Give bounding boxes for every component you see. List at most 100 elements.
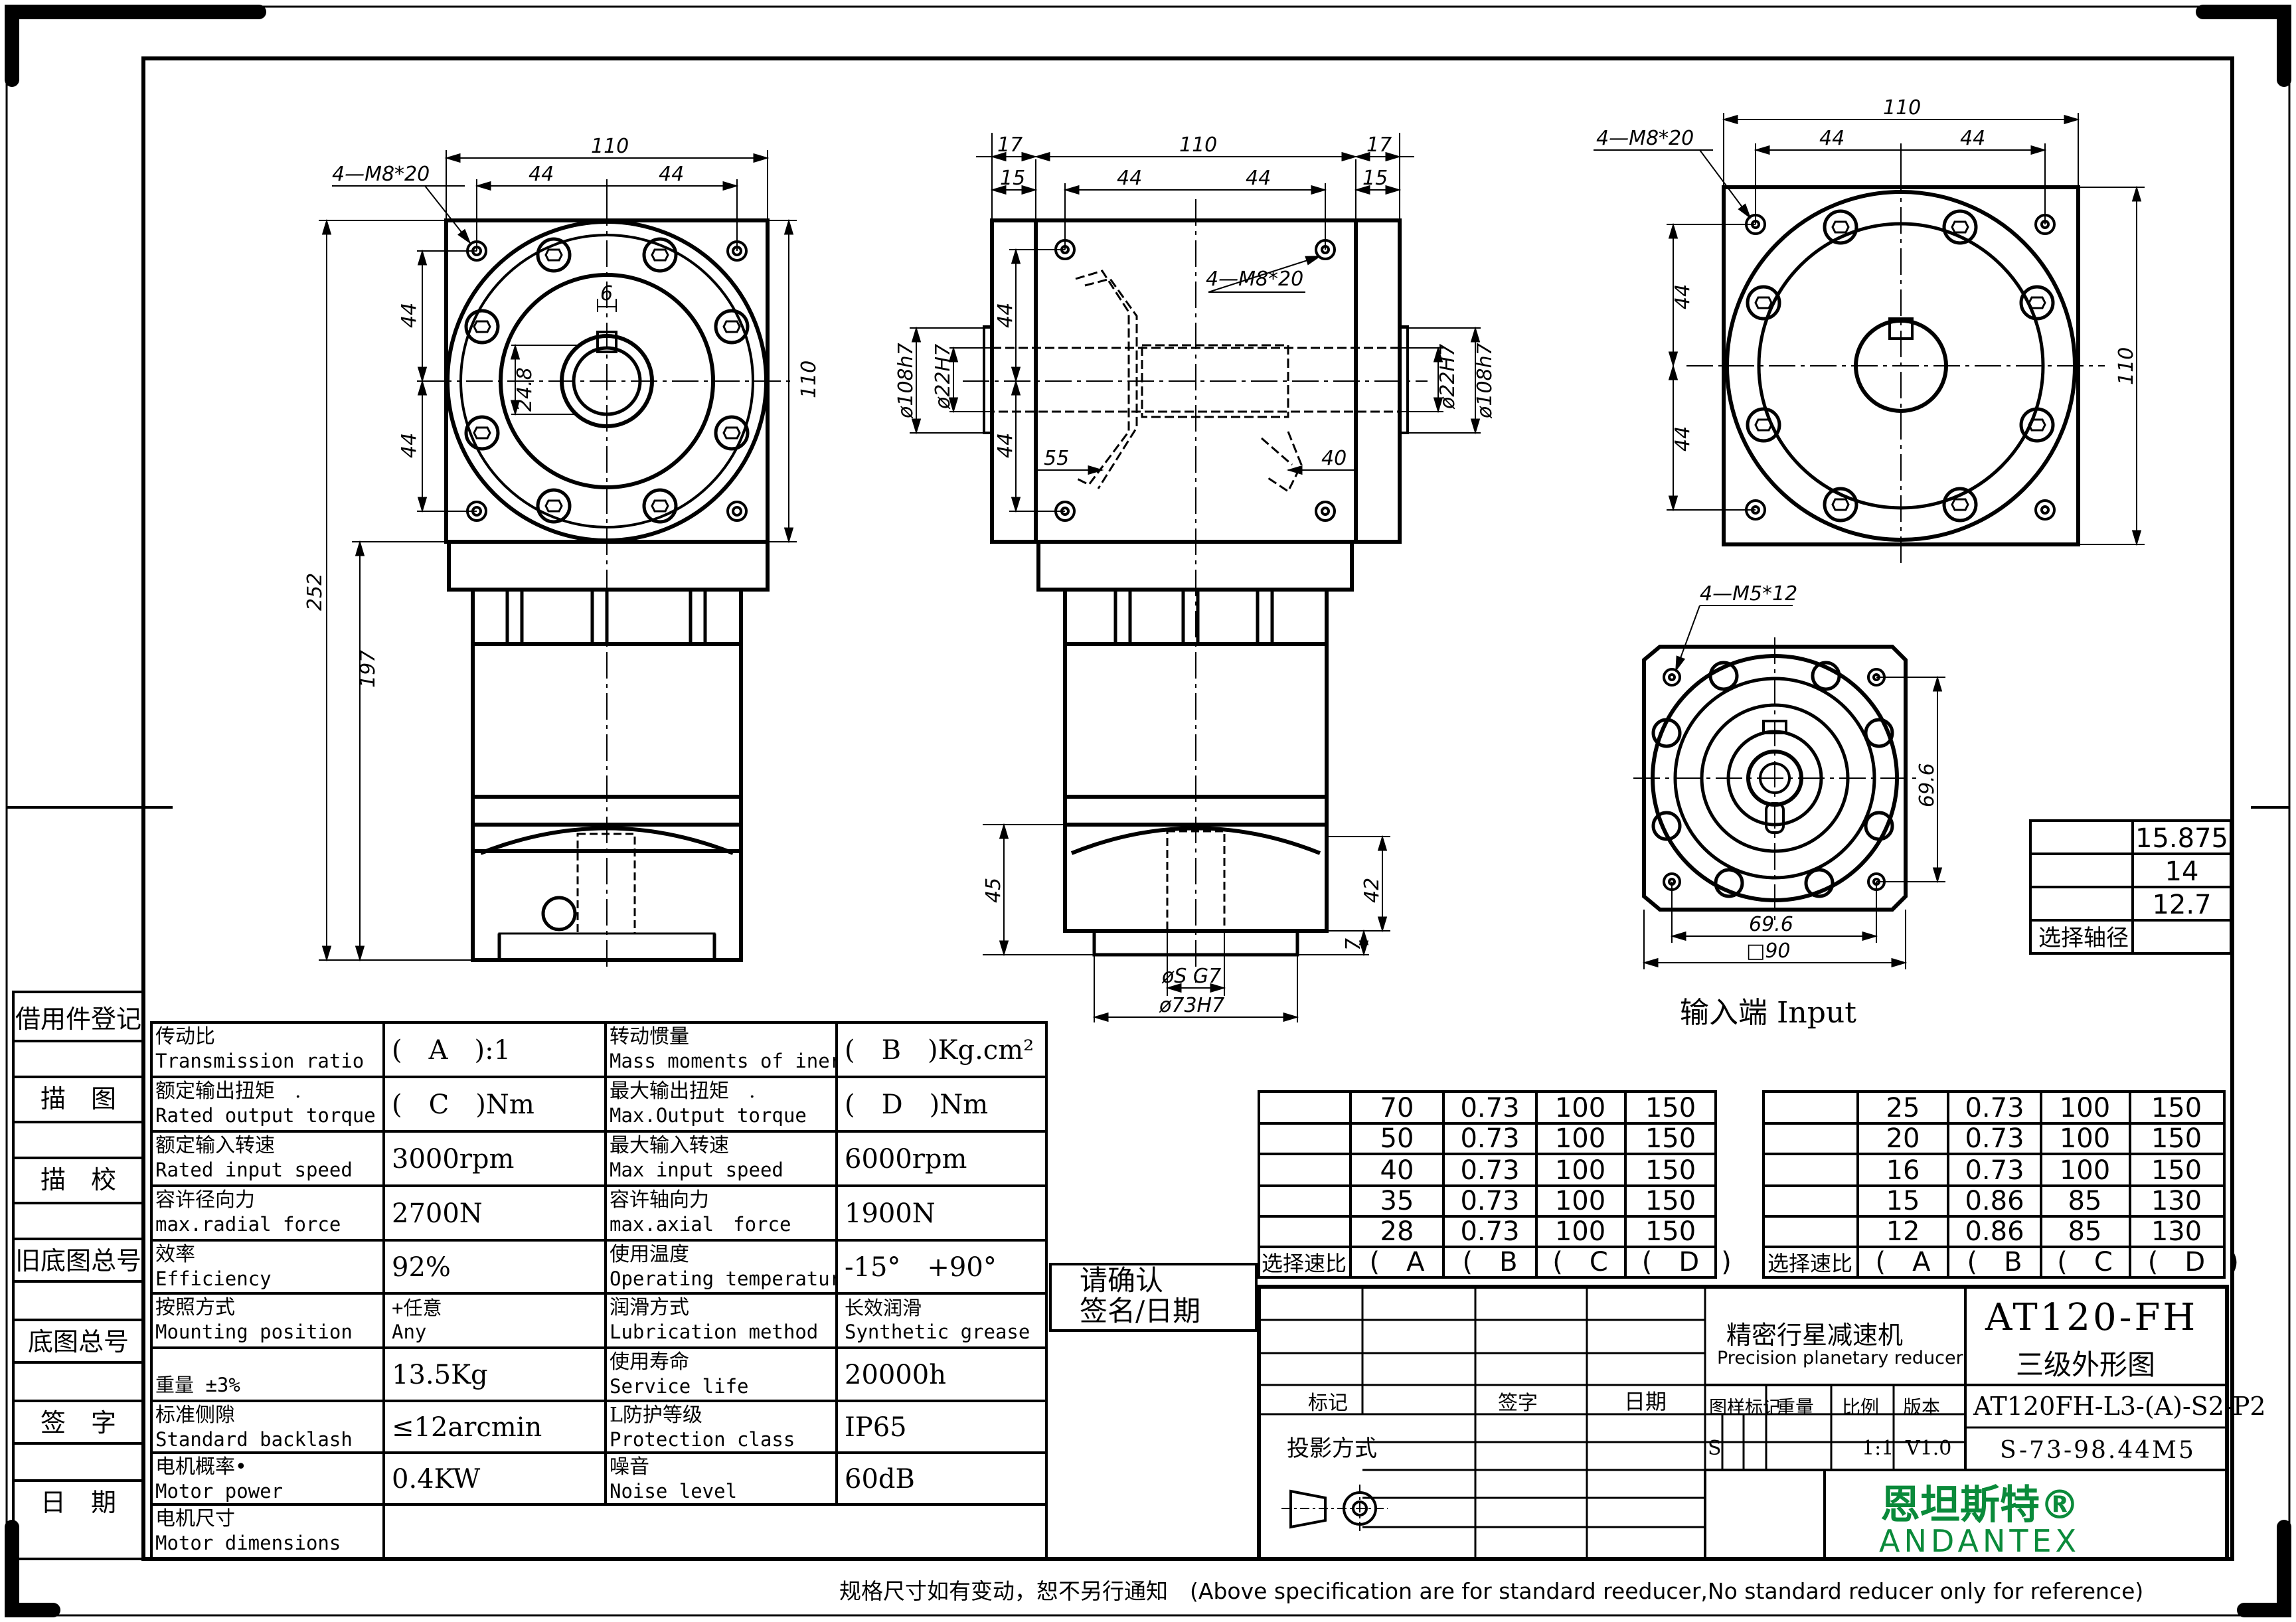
dimension-label: 44 [1117, 167, 1142, 190]
spec-value: 0.4KW [392, 1464, 481, 1495]
ratio-footer: ( A [1876, 1247, 1931, 1277]
dimension-label: ø22H7 [932, 344, 955, 410]
dimension-label: 15 [1000, 167, 1025, 190]
projection-label: 投影方式 [1287, 1435, 1377, 1462]
ratio-cell: 0.73 [1460, 1093, 1519, 1123]
dimension-label: 40 [1321, 447, 1347, 470]
version-value: V1.0 [1906, 1437, 1952, 1460]
spec-value: 60dB [845, 1464, 915, 1495]
dimension-label: 4—M8*20 [1596, 127, 1694, 150]
dimension-label: 45 [982, 878, 1005, 903]
dimension-label: 44 [1671, 426, 1694, 451]
spec-value: +任意 Any [392, 1297, 442, 1343]
spec-value: 6000rpm [845, 1144, 967, 1175]
spec-label-cn: 传动比 [155, 1025, 215, 1048]
spec-value: ( C )Nm [392, 1090, 534, 1120]
spec-label-en: Efficiency [155, 1267, 272, 1290]
view-name: 三级外形图 [2016, 1348, 2156, 1381]
spec-label-en: Lubrication method [610, 1321, 819, 1343]
ratio-cell: 100 [1555, 1155, 1605, 1186]
spec-label-cn: 电机概率• [155, 1455, 247, 1479]
ratio-cell: 0.86 [1965, 1186, 2024, 1216]
ratio-cell: 85 [2068, 1216, 2102, 1247]
ratio-cell: 150 [1645, 1216, 1696, 1247]
ratio-cell: 50 [1380, 1123, 1414, 1154]
spec-label-cell: 电机概率•Motor power [155, 1455, 381, 1503]
dimension-label: 44 [1246, 167, 1271, 190]
spec-label-cell [610, 1507, 835, 1558]
ratio-table-label: 选择速比 [1767, 1251, 1852, 1276]
spec-label-en: Mounting position [155, 1321, 353, 1343]
spec-label-en: Motor dimensions [155, 1532, 341, 1554]
spec-label-cn: 电机尺寸 [155, 1507, 235, 1530]
header-scale: 比例 [1842, 1396, 1880, 1418]
spec-label-en: Service life [610, 1375, 749, 1398]
spec-value: IP65 [845, 1412, 907, 1443]
spec-value: ≤12arcmin [392, 1412, 542, 1443]
dimension-label: 6 [600, 282, 613, 305]
model-name: AT120-FH [1985, 1296, 2198, 1339]
ratio-cell: 35 [1380, 1186, 1414, 1216]
mark-s: S [1708, 1437, 1722, 1460]
ratio-footer: ) [1721, 1247, 1732, 1277]
ratio-cell: 150 [1645, 1123, 1696, 1154]
spec-value: -15° +90° [845, 1252, 997, 1283]
ratio-cell: 0.73 [1460, 1123, 1519, 1154]
spec-label-en: Max.Output torque [610, 1104, 807, 1127]
spec-label-cn: 使用寿命 [610, 1350, 689, 1374]
shaft-option: 15.875 [2135, 823, 2228, 854]
side-labels-column: 借用件登记 描 图 描 校 旧底图总号 底图总号 签 字 日 期 [12, 991, 145, 1560]
part-code: AT120FH-L3-(A)-S2-P2 [1973, 1392, 2266, 1421]
spec-label-cn: 润滑方式 [610, 1296, 689, 1319]
ratio-cell: 28 [1380, 1216, 1414, 1247]
ratio-cell: 150 [1645, 1186, 1696, 1216]
ratio-cell: 150 [2151, 1093, 2202, 1123]
ratio-cell: 70 [1380, 1093, 1414, 1123]
spec-value: 2700N [392, 1198, 483, 1229]
dimension-label: □90 [1746, 939, 1791, 963]
dimension-label: 44 [994, 433, 1017, 458]
dimension-label: 197 [357, 650, 380, 688]
spec-value: 长效润滑 Synthetic grease [845, 1297, 1030, 1343]
side-label: 签 字 [41, 1408, 116, 1437]
spec-label-en: Rated output torque [155, 1104, 376, 1127]
dimension-label: ø108h7 [1473, 343, 1497, 419]
footer-note: 规格尺寸如有变动，恕不另行通知 (Above specification are… [839, 1578, 2144, 1604]
spec-label-cn [610, 1507, 835, 1520]
input-view-caption: 输入端 Input [1680, 996, 1856, 1030]
spec-label-en: Motor power [155, 1480, 284, 1502]
confirm-line-1: 请确认 [1080, 1264, 1164, 1297]
spec-label-cn: 最大输出扭矩 . [610, 1080, 756, 1103]
right-view: 110 4—M8*20 44 44 44 44 110 [1594, 96, 2145, 564]
spec-label-cn: 转动惯量 [610, 1025, 689, 1048]
spec-value: 13.5Kg [392, 1360, 488, 1390]
side-label: 旧底图总号 [15, 1246, 141, 1275]
ratio-cell: 100 [1555, 1093, 1605, 1123]
product-name-en: Precision planetary reducer [1717, 1348, 1963, 1368]
dimension-label: 44 [1671, 284, 1694, 309]
ratio-footer: ( B [1967, 1247, 2022, 1277]
ratio-footer: ( B [1462, 1247, 1517, 1277]
dimension-label: 4—M8*20 [1206, 268, 1303, 291]
ratio-cell: 130 [2151, 1216, 2202, 1247]
dimension-label: 252 [303, 573, 327, 611]
dimension-label: 69.6 [1916, 763, 1939, 807]
spec-label-en: Mass moments of inertia [610, 1050, 835, 1072]
ratio-cell: 20 [1886, 1123, 1920, 1154]
ratio-cell: 85 [2068, 1186, 2102, 1216]
spec-value: ( D )Nm [845, 1090, 989, 1120]
dimension-label: 4—M8*20 [332, 163, 430, 186]
dimension-label: 17 [997, 133, 1023, 157]
spec-label-en: Noise level [610, 1480, 738, 1502]
spec-label-cn: 效率 [155, 1243, 195, 1266]
dimension-label: 44 [1960, 127, 1985, 150]
ratio-footer: ( A [1370, 1247, 1426, 1277]
ratio-cell: 40 [1380, 1155, 1414, 1186]
dimension-label: øS G7 [1161, 965, 1221, 988]
